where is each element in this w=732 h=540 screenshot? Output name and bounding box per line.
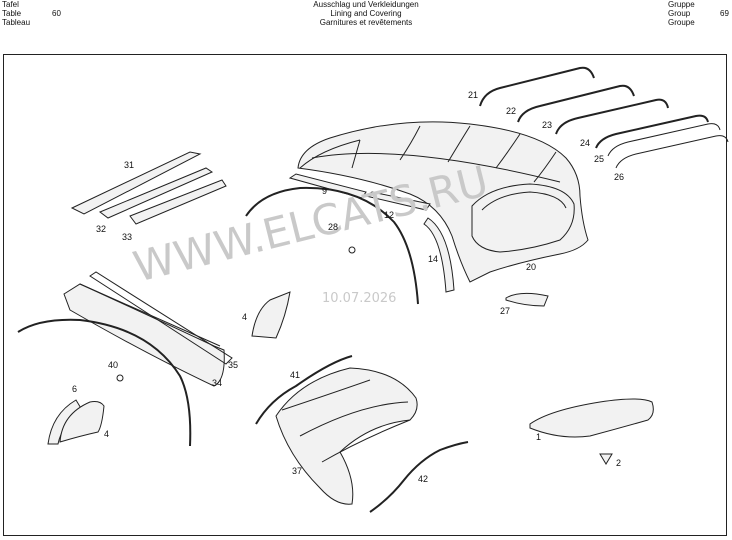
strip-12 <box>364 191 431 211</box>
strip-14 <box>423 217 455 293</box>
callout-40: 40 <box>108 360 118 370</box>
group-number: 69 <box>720 9 729 18</box>
side-panel-34-35 <box>63 271 233 387</box>
roof-lining-assembly <box>297 121 589 283</box>
header-title-fr: Garnitures et revêtements <box>319 18 413 27</box>
callout-4-center: 4 <box>242 312 247 322</box>
callout-14: 14 <box>428 254 438 264</box>
header-label-tafel: Tafel <box>2 0 19 9</box>
callout-32: 32 <box>96 224 106 234</box>
callout-21: 21 <box>468 90 478 100</box>
header-label-table: Table <box>2 9 22 18</box>
callout-35: 35 <box>228 360 238 370</box>
callout-20: 20 <box>526 262 536 272</box>
seal-arc-40 <box>17 318 192 447</box>
callout-37: 37 <box>292 466 302 476</box>
trim-strips-21-26 <box>479 66 729 169</box>
callout-41: 41 <box>290 370 300 380</box>
header-title: Ausschlag und Verkleidungen Lining and C… <box>311 0 421 27</box>
soft-top-37 <box>275 367 418 505</box>
callout-4-left: 4 <box>104 429 109 439</box>
callout-9: 9 <box>322 186 327 196</box>
panel-4-center <box>251 291 291 339</box>
header-label-tableau: Tableau <box>2 18 31 27</box>
fastener-2 <box>599 453 613 465</box>
callout-6: 6 <box>72 384 77 394</box>
header-label-group: Group <box>668 9 691 18</box>
panel-4-left <box>59 401 105 443</box>
callout-2: 2 <box>616 458 621 468</box>
header-label-groupe: Groupe <box>668 18 695 27</box>
lining-1 <box>529 398 654 438</box>
callout-27: 27 <box>500 306 510 316</box>
callout-24: 24 <box>580 138 590 148</box>
clip-40 <box>116 374 124 382</box>
callout-34: 34 <box>212 378 222 388</box>
callout-31: 31 <box>124 160 134 170</box>
seal-arc-42 <box>369 441 469 513</box>
seal-arc-28 <box>245 186 419 305</box>
callout-25: 25 <box>594 154 604 164</box>
header-left-labels: Tafel Table Tableau <box>2 0 30 27</box>
watermark-date: 10.07.2026 <box>322 291 396 306</box>
header-title-de: Ausschlag und Verkleidungen <box>313 0 419 9</box>
callout-33: 33 <box>122 232 132 242</box>
seal-arc-41 <box>255 355 353 425</box>
callout-22: 22 <box>506 106 516 116</box>
panel-27 <box>505 292 549 307</box>
callout-23: 23 <box>542 120 552 130</box>
table-number: 60 <box>52 9 61 18</box>
header-label-gruppe: Gruppe <box>668 0 695 9</box>
drawing-frame <box>3 54 727 536</box>
clip-28 <box>348 246 356 254</box>
callout-28: 28 <box>328 222 338 232</box>
callout-26: 26 <box>614 172 624 182</box>
callout-1: 1 <box>536 432 541 442</box>
header-right-labels: Gruppe Group Groupe <box>668 0 695 27</box>
callout-12: 12 <box>384 210 394 220</box>
header-title-en: Lining and Covering <box>330 9 402 18</box>
watermark-text: WWW.ELCATS.RU <box>129 156 494 291</box>
trim-rails-31-33 <box>70 151 227 225</box>
callout-42: 42 <box>418 474 428 484</box>
